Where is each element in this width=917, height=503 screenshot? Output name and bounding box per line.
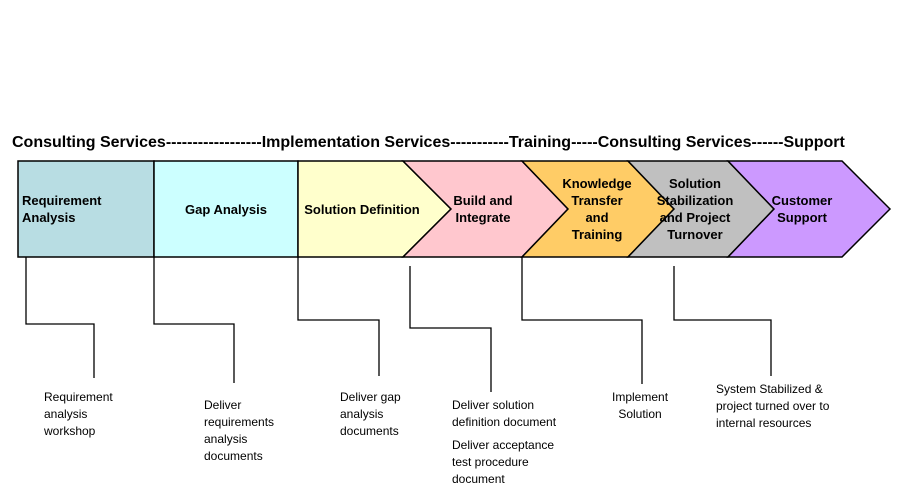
connector-build: [409, 266, 492, 392]
connector-gap: [153, 257, 235, 383]
connector-knowledge: [521, 257, 643, 384]
stage-label-knowledge-transfer: Knowledge Transfer and Training: [562, 176, 632, 242]
stage-label-build-integrate: Build and Integrate: [453, 193, 513, 225]
deliverable-text: Implement Solution: [612, 390, 669, 421]
deliverable-text: System Stabilized & project turned over …: [716, 382, 830, 430]
deliverable-requirement: Requirement analysis workshop: [44, 389, 113, 440]
deliverable-text: Requirement analysis workshop: [44, 390, 113, 438]
deliverable-text: Deliver gap analysis documents: [340, 390, 401, 438]
deliverable-knowledge: Implement Solution: [612, 389, 668, 423]
connector-solution-definition: [297, 257, 380, 376]
deliverable-stabilization: System Stabilized & project turned over …: [716, 381, 829, 432]
stage-label-gap-analysis: Gap Analysis: [185, 201, 267, 217]
stage-label-solution-definition: Solution Definition: [304, 201, 420, 217]
stage-customer-support-shape: [726, 160, 892, 258]
connector-stabilization: [673, 266, 772, 376]
stage-label-customer-support: Customer Support: [771, 193, 833, 225]
deliverable-solution-definition: Deliver gap analysis documents: [340, 389, 401, 440]
stage-label-requirement-analysis: Requirement Analysis: [22, 193, 102, 225]
stage-label-solution-stabilization: Solution Stabilization and Project Turno…: [656, 176, 734, 242]
deliverable-gap: Deliver requirements analysis documents: [204, 397, 274, 465]
connector-requirement: [25, 257, 95, 378]
deliverable-text: Deliver acceptance test procedure docume…: [452, 438, 555, 486]
deliverable-text: Deliver solution definition document: [452, 398, 557, 429]
phase-banner: Consulting Services------------------Imp…: [12, 134, 845, 151]
deliverable-text: Deliver requirements analysis documents: [204, 398, 275, 463]
deliverable-build: Deliver solution definition document Del…: [452, 397, 556, 488]
